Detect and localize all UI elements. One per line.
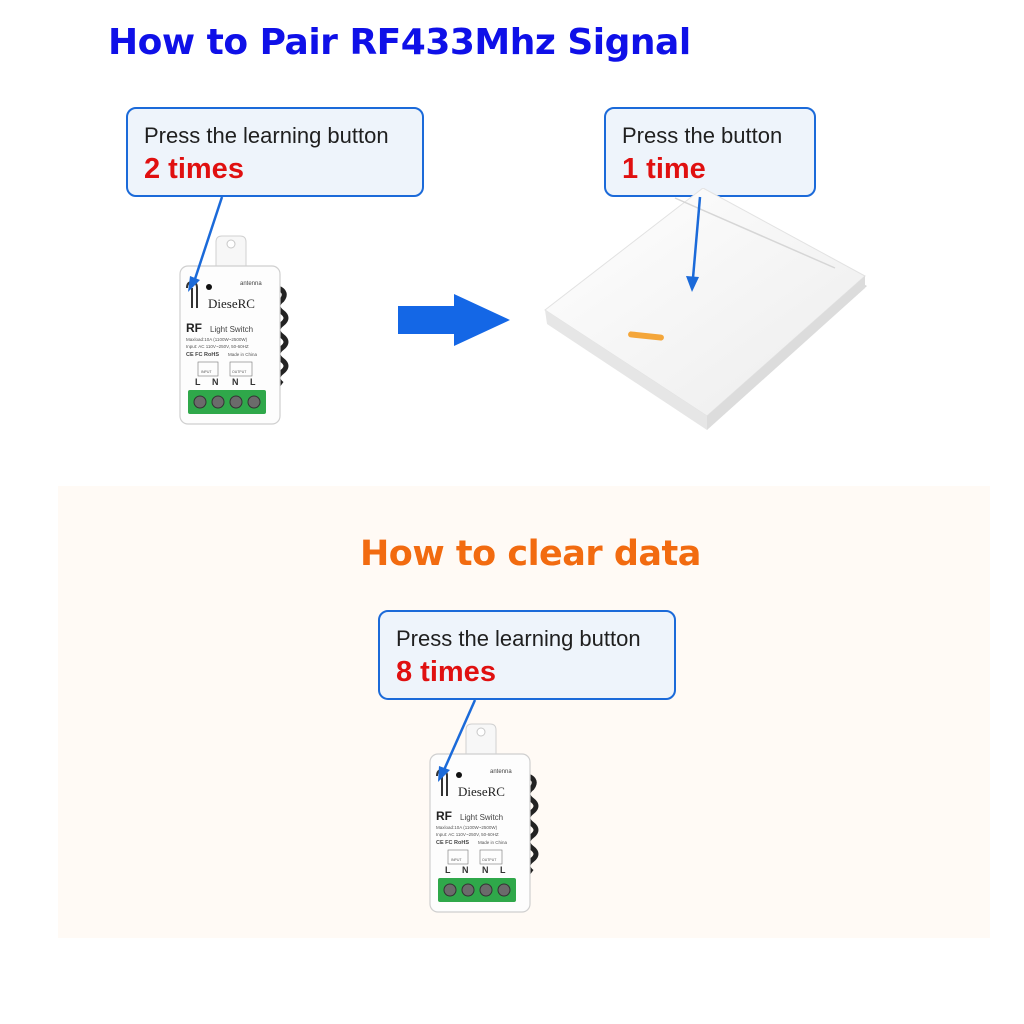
brand-label: DieseRC — [208, 296, 255, 311]
maxload-label: Maxload:10A (1100W~2500W) — [436, 825, 498, 830]
terminal-label: L — [445, 865, 451, 875]
clear-section-title: How to clear data — [360, 534, 701, 574]
maxload-label: Maxload:10A (1100W~2500W) — [186, 337, 248, 342]
terminal-label: L — [195, 377, 201, 387]
clear-step-callout: Press the learning button 8 times — [378, 610, 676, 700]
light-switch-label: Light Switch — [460, 813, 503, 822]
made-in-label: Made in China — [478, 840, 508, 845]
certification-label: CE FC RoHS — [186, 352, 219, 358]
pair-step2-callout: Press the button 1 time — [604, 107, 816, 197]
output-label: OUTPUT — [232, 370, 247, 374]
terminal-label: N — [212, 377, 219, 387]
antenna-label: antenna — [490, 769, 512, 775]
callout-instruction: Press the button — [622, 123, 783, 148]
callout-count: 2 times — [144, 153, 244, 185]
made-in-label: Made in China — [228, 352, 258, 357]
terminal-label: N — [482, 865, 489, 875]
callout-count: 1 time — [622, 153, 706, 185]
wireless-wall-switch — [544, 188, 867, 430]
callout-instruction: Press the learning button — [144, 123, 389, 148]
terminal-label: N — [232, 377, 239, 387]
antenna-label: antenna — [240, 281, 262, 287]
pair-section-title: How to Pair RF433Mhz Signal — [108, 22, 691, 63]
brand-label: DieseRC — [458, 784, 505, 799]
callout-count: 8 times — [396, 656, 496, 688]
rf-label: RF — [186, 321, 202, 335]
terminal-label: L — [250, 377, 256, 387]
right-arrow-icon — [398, 294, 510, 346]
terminal-label: L — [500, 865, 506, 875]
light-switch-label: Light Switch — [210, 325, 253, 334]
terminal-label: N — [462, 865, 469, 875]
output-label: OUTPUT — [482, 858, 497, 862]
rf-receiver-module: antenna DieseRC RF Light Switch Maxload:… — [179, 235, 289, 425]
input-label: INPUT — [451, 858, 462, 862]
callout-instruction: Press the learning button — [396, 626, 641, 651]
rf-receiver-module: antenna DieseRC RF Light Switch Maxload:… — [429, 723, 539, 913]
input-spec-label: Input: AC 110V~250V, 50-60HZ — [436, 832, 499, 837]
rf-label: RF — [436, 809, 452, 823]
input-spec-label: Input: AC 110V~250V, 50-60HZ — [186, 344, 249, 349]
certification-label: CE FC RoHS — [436, 840, 469, 846]
pair-step1-callout: Press the learning button 2 times — [126, 107, 424, 197]
input-label: INPUT — [201, 370, 212, 374]
